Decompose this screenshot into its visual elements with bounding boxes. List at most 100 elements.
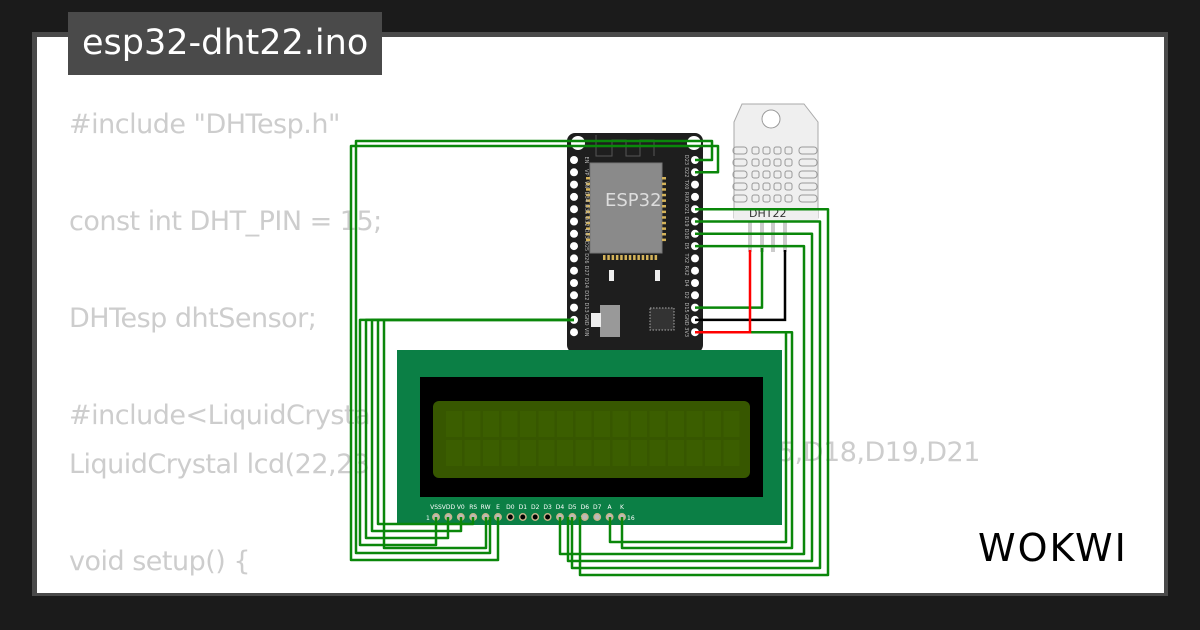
lcd-char-cell: [631, 411, 647, 437]
esp32-pin-label: D25: [583, 241, 589, 251]
chip-pad: [603, 255, 606, 260]
dht22-vent: [762, 146, 771, 155]
regulator-tab: [591, 313, 601, 327]
chip-pad: [662, 205, 666, 208]
esp32-pin: [570, 168, 578, 177]
chip-pad: [586, 199, 590, 202]
led: [655, 270, 660, 281]
esp32-pin-label: RX2: [683, 266, 689, 276]
esp32-chip: [589, 162, 663, 254]
lcd-char-cell: [464, 440, 481, 466]
lcd-char-cell: [464, 411, 481, 437]
led: [609, 270, 614, 281]
dht22-vent: [773, 158, 782, 167]
code-line: void setup() {: [69, 545, 251, 577]
esp32-pin: [691, 291, 699, 300]
lcd-pin-last: 16: [627, 515, 635, 522]
wire: [695, 248, 764, 309]
dht22-vent: [798, 170, 818, 179]
chip-pad: [637, 255, 640, 260]
chip-pad: [586, 193, 590, 197]
wire: [354, 139, 714, 555]
esp32-pin: [570, 291, 578, 300]
wire: [349, 144, 720, 562]
dht22-vent: [784, 170, 793, 179]
lcd-pin-label: D0: [506, 504, 515, 511]
dht22-vent: [732, 182, 748, 191]
esp32-pin: [570, 156, 578, 164]
lcd-pin-label: A: [608, 504, 613, 511]
chip-pad: [586, 233, 590, 236]
wire: [558, 244, 806, 556]
code-line: DHTesp dhtSensor;: [69, 303, 317, 334]
chip-pad: [586, 182, 590, 186]
esp32-pin-label: GND: [583, 314, 589, 326]
chip-pad: [650, 255, 653, 260]
dht22-vent: [773, 194, 782, 203]
lcd-char-cell: [557, 411, 573, 437]
lcd-char-cell: [483, 440, 499, 466]
dht22-vent: [798, 194, 818, 203]
dht22-vent: [751, 158, 760, 167]
lcd-pin-label: RS: [469, 504, 477, 511]
lcd-char-cell: [594, 440, 610, 466]
lcd-char-cell: [612, 411, 629, 437]
code-line: #include<LiquidCrysta: [69, 400, 371, 431]
lcd-char-cell: [520, 440, 536, 466]
lcd-char-cell: [705, 440, 721, 466]
esp32-pin: [570, 266, 578, 275]
lcd-char-cell: [575, 411, 592, 437]
lcd-char-cell: [575, 440, 592, 466]
chip-pad: [641, 255, 645, 260]
esp32-pin-label: D14: [583, 278, 589, 288]
esp32-pin-label: D27: [583, 266, 589, 276]
lcd-char-cell: [557, 440, 573, 466]
lcd-char-cell: [483, 411, 499, 437]
esp32-pin: [691, 180, 699, 189]
lcd-pin-label: D1: [519, 504, 528, 511]
chip-pad: [662, 182, 666, 186]
lcd-pin: [506, 513, 515, 521]
chip-pad: [624, 255, 627, 260]
esp32-pin-label: D23: [683, 155, 689, 165]
esp32-pin: [691, 266, 699, 275]
dht22-label-bg: [734, 208, 818, 222]
dht22-vent: [773, 170, 782, 179]
lcd-pin-label: D6: [581, 504, 590, 511]
chip-pad: [611, 255, 615, 260]
dht22-vent: [732, 158, 748, 167]
chip-pad: [662, 177, 666, 180]
lcd-pin-first: 1: [426, 515, 430, 522]
lcd-char-cell: [705, 411, 721, 437]
esp32-pin-label: D22: [683, 167, 689, 177]
lcd-pin: [543, 513, 552, 521]
chip-pad: [628, 255, 632, 260]
code-line: LiquidCrystal lcd(22,23: [69, 448, 370, 480]
dht22-pin: [783, 222, 787, 252]
esp32-pin: [570, 180, 578, 189]
esp32-pin: [570, 242, 578, 251]
mount-hole: [571, 136, 585, 150]
lcd-char-cell: [538, 411, 555, 437]
dht22-vent: [798, 158, 818, 167]
lcd-pin-label: RW: [481, 504, 491, 511]
chip-pad: [662, 199, 666, 202]
lcd-char-cell: [631, 440, 647, 466]
dht22-vent: [762, 194, 771, 203]
chip-pad: [662, 233, 666, 236]
lcd-char-cell: [446, 411, 462, 437]
esp32-pin-label: D13: [583, 302, 589, 312]
chip-pad: [586, 177, 590, 180]
wire: [570, 220, 822, 570]
chip-pad: [662, 216, 666, 219]
esp32-pin-label: D4: [683, 279, 689, 286]
esp32-pin-label: D15: [683, 302, 689, 312]
dht22-vent: [751, 146, 760, 155]
chip-pad: [586, 221, 590, 225]
esp32-pin-label: D32: [583, 216, 589, 226]
dht22-vent: [762, 170, 771, 179]
esp32-pin-label: D26: [583, 253, 589, 263]
esp32-pin: [570, 229, 578, 238]
esp32-pin-label: EN: [583, 157, 589, 164]
lcd-pin: [593, 513, 602, 521]
